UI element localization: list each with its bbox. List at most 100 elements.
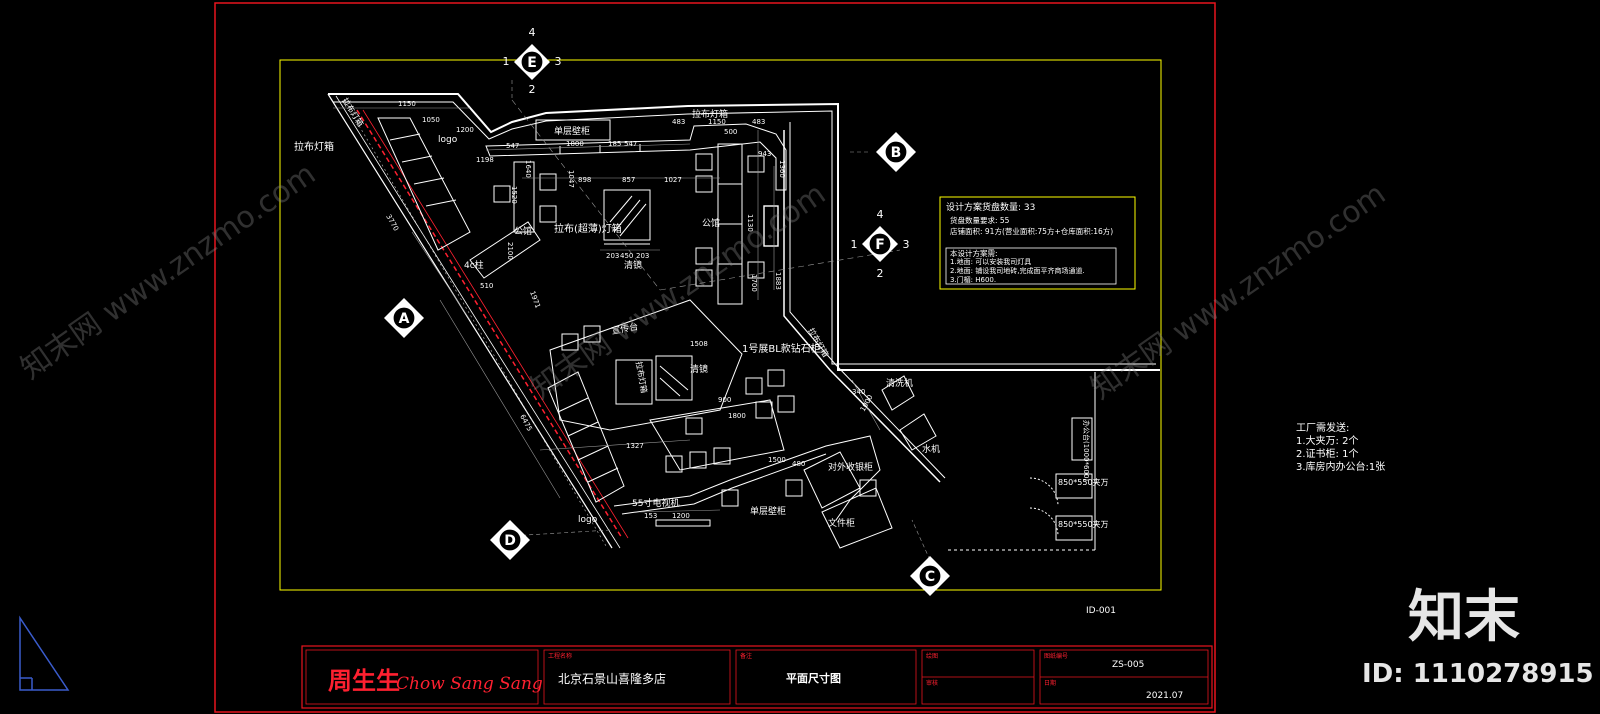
storefront: [327, 93, 629, 549]
marker-F-right: 3: [903, 238, 910, 251]
dim-label: 6475: [518, 413, 533, 432]
dim-label: 1360: [778, 160, 786, 178]
drawing-number: ZS-005: [1112, 660, 1144, 670]
left-wall-cabinets: [377, 117, 625, 503]
number-label: 图纸编号: [1044, 652, 1068, 660]
date-label: 日期: [1044, 679, 1056, 687]
label-clear-machine: 清洗机: [886, 377, 913, 389]
design-notes: 设计方案货盘数量: 33 货盘数量要求: 55 店铺面积: 91方(营业面积:7…: [939, 196, 1136, 290]
dim-label: 153: [644, 512, 657, 520]
label-wall-cabinet-bottom: 单层壁柜: [750, 505, 786, 517]
label-tv: 55寸电视机: [632, 497, 679, 509]
watermark-brand: 知末: [1408, 585, 1520, 650]
project-name: 北京石景山喜隆多店: [558, 671, 666, 686]
label-water-machine: 水机: [922, 443, 940, 455]
exterior-walls: [328, 93, 1160, 483]
dim-label: 203: [606, 252, 619, 260]
notes-line1: 货盘数量要求: 55: [950, 215, 1010, 225]
title-block: [301, 645, 1213, 709]
notes-heading: 设计方案货盘数量: 33: [946, 201, 1035, 213]
dim-label: 450: [620, 252, 633, 260]
marker-E-top: 4: [529, 26, 536, 39]
dim-label: 547: [624, 140, 637, 148]
dim-label: 1150: [398, 100, 416, 108]
dim-label: 1520: [510, 186, 518, 204]
dim-label: 480: [792, 460, 805, 468]
factory-title: 工厂需发送:: [1296, 421, 1349, 434]
marker-F-left: 1: [851, 238, 858, 251]
marker-E-left: 1: [503, 55, 510, 68]
drawing-label: 备注: [740, 652, 752, 660]
dim-label: 1150: [708, 118, 726, 126]
dimension-labels: 1150 1050 1200 547 1800 185 547 1198 115…: [384, 100, 874, 520]
marker-F-top: 4: [877, 208, 884, 221]
dim-label: 1130: [746, 214, 754, 232]
marker-D-label: D: [504, 533, 516, 549]
marker-F-bottom: 2: [877, 267, 884, 280]
label-diamond-display: 1号展BL款钻石柜: [742, 342, 821, 355]
notes-box-title: 本设计方案需:: [950, 248, 998, 258]
marker-A-label: A: [399, 311, 410, 327]
dim-label: 547: [506, 142, 519, 150]
dim-label: 2100: [506, 242, 514, 260]
ucs-icon: [19, 615, 70, 691]
label-cashier: 对外收银柜: [828, 461, 873, 473]
marker-B-label: B: [891, 145, 902, 161]
dim-label: 203: [636, 252, 649, 260]
label-logo-top: logo: [438, 135, 458, 145]
top-cabinets: [485, 119, 787, 191]
dim-label: 3770: [384, 213, 400, 232]
notes-item3: 3.门楣: H600.: [950, 275, 996, 284]
dim-label: 1800: [566, 140, 584, 148]
marker-C-label: C: [925, 569, 935, 585]
label-logo-bottom: logo: [578, 515, 598, 525]
drawing-name: 平面尺寸图: [786, 671, 841, 685]
watermark-site: 知末网 www.znzmo.com: [1085, 177, 1393, 407]
label-safe-2: 850*550夹万: [1058, 519, 1109, 529]
dim-label: 1200: [456, 126, 474, 134]
marker-E-right: 3: [555, 55, 562, 68]
label-lightbox-left: 拉布灯箱: [294, 140, 334, 153]
factory-item2: 2.证书柜: 1个: [1296, 447, 1358, 460]
brand-en: Chow Sang Sang: [396, 674, 543, 694]
bottom-area: [613, 375, 937, 549]
dim-label: 1327: [626, 442, 644, 450]
factory-item3: 3.库房内办公台:1张: [1296, 460, 1385, 473]
label-lightbox-vertical-mid: 拉布灯箱: [634, 361, 649, 394]
watermark-site: 知末网 www.znzmo.com: [525, 177, 833, 407]
dim-label: 898: [578, 176, 591, 184]
label-office-desk: 办公台(1000*600): [1082, 420, 1091, 481]
dim-label: 500: [724, 128, 737, 136]
project-label: 工程名称: [548, 652, 572, 660]
watermark-site: 知末网 www.znzmo.com: [15, 157, 323, 387]
label-safe-1: 850*550夹万: [1058, 477, 1109, 487]
label-lightbox-ultrathin: 拉布(超薄)灯箱: [554, 222, 622, 235]
section-marker-E: E 4 1 3 2: [503, 26, 562, 96]
dim-label: 483: [752, 118, 765, 126]
section-marker-D: D: [490, 520, 530, 560]
dim-label: 1047: [567, 170, 575, 188]
marker-E-bottom: 2: [529, 83, 536, 96]
dim-label: 900: [718, 396, 731, 404]
marker-E-label: E: [527, 55, 537, 71]
dim-label: 1050: [422, 116, 440, 124]
label-display-table-1: 公馆: [514, 225, 532, 237]
dim-label: 1198: [476, 156, 494, 164]
dim-label: 510: [480, 282, 493, 290]
notes-line2: 店铺面积: 91方(营业面积:75方+仓库面积:16方): [950, 226, 1113, 236]
dim-label: 1883: [774, 272, 782, 290]
island-right: [695, 143, 779, 305]
dimension-lines: [333, 80, 931, 561]
dim-label: 1700: [750, 274, 758, 292]
designer-label: 绘图: [926, 652, 938, 660]
island-left: [469, 161, 651, 279]
label-wall-cabinet-top: 单层壁柜: [554, 125, 590, 137]
label-file-cabinet: 文件柜: [828, 517, 855, 529]
dim-label: 943: [758, 150, 771, 158]
section-marker-C: C: [910, 556, 950, 596]
storeroom: [946, 372, 1096, 551]
section-marker-A: A: [384, 298, 424, 338]
sheet-frame: [214, 2, 1216, 713]
dim-label: 483: [672, 118, 685, 126]
dim-label: 185: [608, 140, 621, 148]
